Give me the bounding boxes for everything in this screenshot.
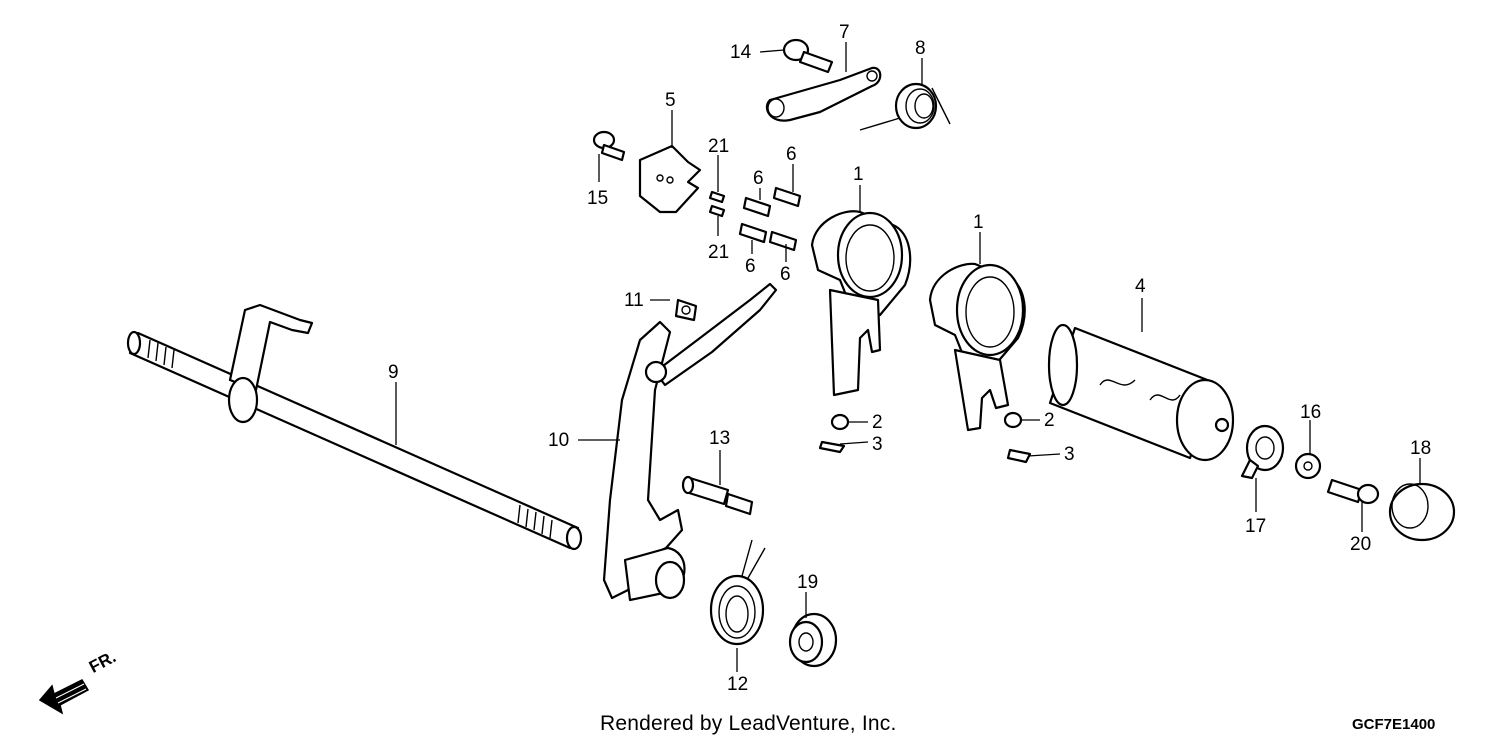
part-label-14: 14 [730,42,752,63]
part-label-1: 1 [853,164,864,185]
part-label-3: 3 [872,434,883,455]
part-number-labels: 1 1 2 2 3 3 4 5 6 6 6 6 7 8 9 10 11 12 1… [388,22,1431,695]
part-10-shift-arm[interactable] [602,282,778,602]
part-label-12: 12 [727,674,748,695]
credit-text: Rendered by LeadVenture, Inc. [600,712,897,735]
part-label-13: 13 [709,428,730,449]
part-21-pin-upper[interactable] [708,190,726,204]
part-6-pin-2[interactable] [772,186,802,208]
part-21-pin-lower[interactable] [708,204,726,218]
part-label-6: 6 [786,144,797,165]
part-label-6: 6 [753,168,764,189]
part-2-guide-pin-right[interactable] [1003,411,1023,429]
part-12-return-spring[interactable] [709,539,766,646]
part-8-stopper-spring[interactable] [859,82,951,131]
leader-lines [395,42,1421,672]
part-4-shift-drum[interactable] [1047,323,1235,462]
part-1-shift-fork-right[interactable] [928,262,1026,432]
part-label-7: 7 [839,22,850,43]
part-label-16: 16 [1300,402,1321,423]
part-13-stopper-pin[interactable] [681,475,754,516]
part-label-18: 18 [1410,438,1431,459]
part-label-8: 8 [915,38,926,59]
part-label-3: 3 [1064,444,1075,465]
part-15-bolt[interactable] [592,130,626,162]
part-label-4: 4 [1135,276,1146,297]
part-label-19: 19 [797,572,818,593]
part-label-5: 5 [665,90,676,111]
part-label-11: 11 [624,290,644,311]
part-19-bearing[interactable] [788,612,838,668]
part-label-17: 17 [1245,516,1266,537]
part-2-guide-pin-left[interactable] [830,413,850,431]
part-3-clip-left[interactable] [818,440,846,454]
part-6-pin-1[interactable] [742,196,772,218]
part-6-pin-3[interactable] [738,222,768,244]
diagram-code: GCF7E1400 [1352,716,1436,733]
part-5-plate[interactable] [638,144,702,214]
part-label-6: 6 [745,256,756,277]
part-label-6: 6 [780,264,791,285]
part-label-15: 15 [587,188,608,209]
part-11-collar[interactable] [674,298,698,322]
part-16-washer[interactable] [1294,452,1322,480]
part-17-plate[interactable] [1240,424,1285,480]
part-label-10: 10 [548,430,569,451]
part-7-stopper-arm[interactable] [765,66,882,122]
part-label-2: 2 [1044,410,1055,431]
part-1-shift-fork-left[interactable] [810,210,912,397]
part-14-bolt[interactable] [782,38,834,74]
part-6-pin-4[interactable] [768,230,798,252]
part-3-clip-right[interactable] [1006,448,1032,464]
part-label-2: 2 [872,412,883,433]
part-label-1: 1 [973,212,984,233]
part-20-bolt[interactable] [1326,478,1380,505]
part-label-9: 9 [388,362,399,383]
front-direction-arrow-icon [38,679,90,715]
part-label-20: 20 [1350,534,1371,555]
part-9-shift-spindle[interactable] [126,303,583,551]
part-label-21: 21 [708,136,729,157]
part-label-21: 21 [708,242,729,263]
part-18-cap[interactable] [1388,482,1456,542]
